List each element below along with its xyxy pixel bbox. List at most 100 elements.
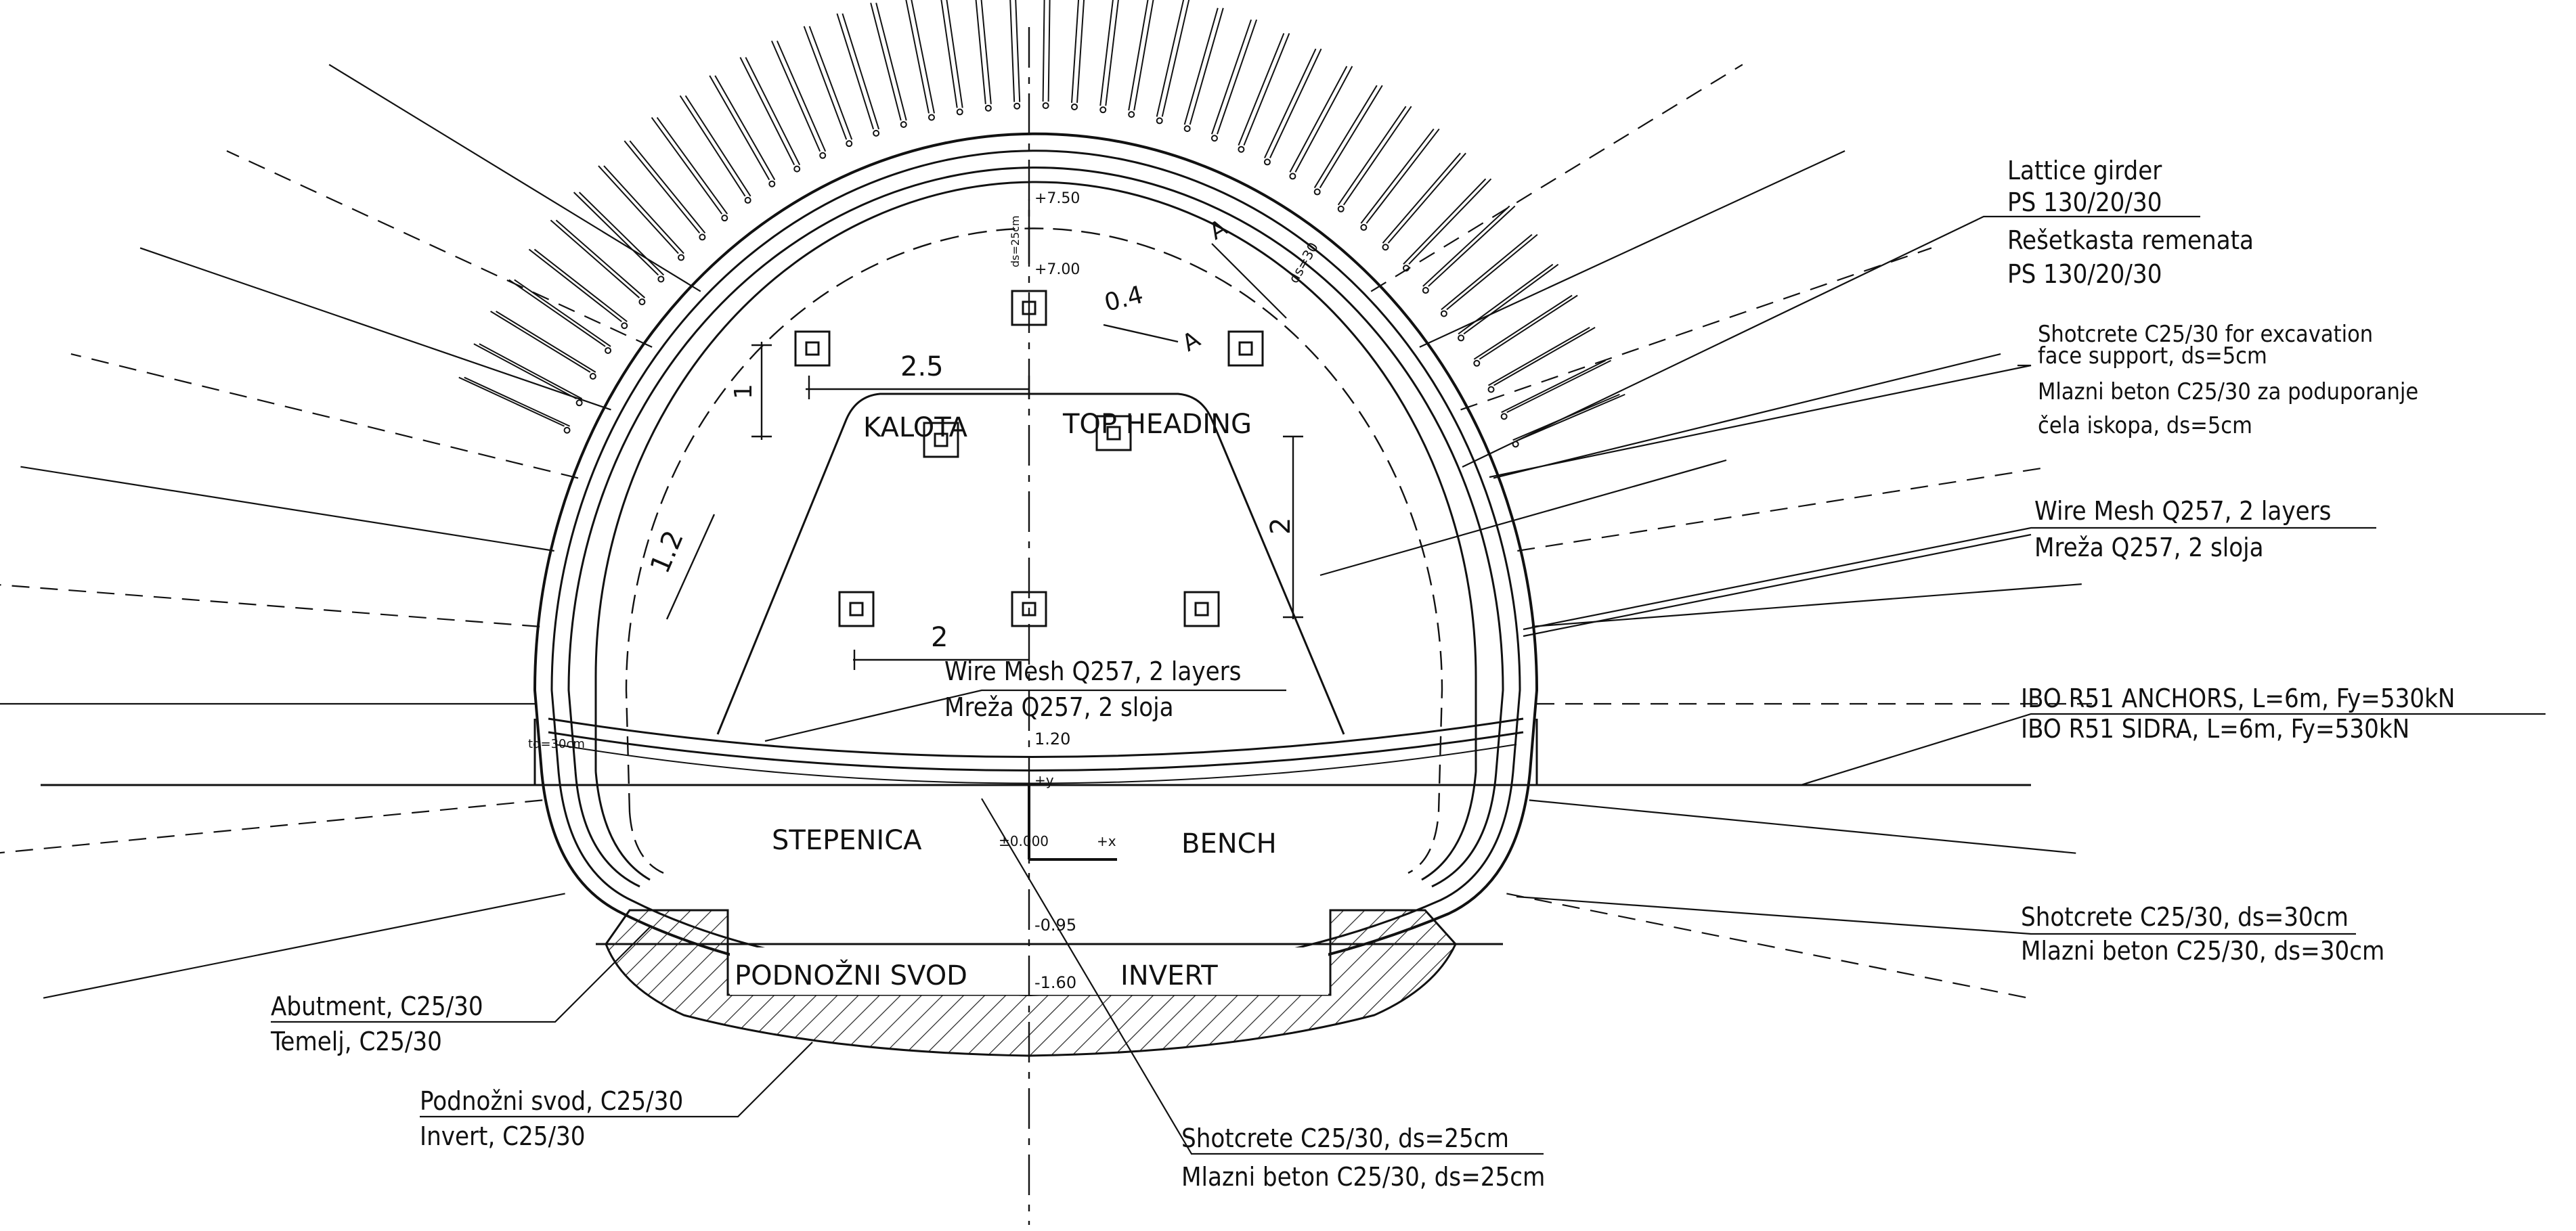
spile [528,248,622,323]
spile [679,95,746,197]
section-mark-a2: A [1178,326,1205,357]
spile [1076,0,1085,104]
spile-head [1289,173,1296,180]
survey-point-outer [838,591,875,627]
spile [533,248,628,323]
spile [578,192,665,276]
level-095: -0.95 [1034,916,1076,935]
spile-head [1458,334,1465,342]
dim-1-left: 1 [730,384,758,399]
anchor-line [70,353,579,479]
anchor-line [139,247,611,411]
spile [1183,7,1219,125]
spile [1337,106,1407,206]
spile-head [927,114,935,121]
spile-head [1128,111,1135,118]
spile [1501,359,1606,413]
note-shot25-1: Shotcrete C25/30, ds=25cm [1181,1123,1509,1153]
spile [1488,327,1590,386]
dim-crown-thk: ds=25cm [1009,215,1022,267]
spile-head [1263,158,1271,166]
anchor-line [1517,466,2051,552]
dim-ds30: ds=30 [1286,240,1322,286]
rock-anchors [0,64,2092,999]
spile [1133,0,1154,111]
dim-1-2: 1.2 [645,526,690,578]
anchor-line [328,64,701,292]
spile [808,26,853,140]
spile [1161,0,1190,117]
spile [1189,7,1224,125]
anchor-line [1506,893,2029,999]
spile [1441,233,1533,311]
note-abutment-2: Temelj, C25/30 [270,1027,442,1056]
spile [1269,48,1322,158]
spile-head [793,165,801,173]
temporary-invert [533,717,1538,785]
dim-0-4: 0.4 [1101,281,1145,317]
dim-2-bottom: 2 [931,622,948,653]
spile [1071,0,1080,104]
spile-head [1099,106,1107,114]
zone-bench: BENCH [1181,828,1277,859]
spile-head [589,373,596,380]
spile [1366,128,1440,224]
spile-head [873,129,880,137]
level-160: -1.60 [1034,973,1076,992]
spile [1264,48,1317,158]
callout-notes: Lattice girder PS 130/20/30 Rešetkasta r… [270,156,2455,1192]
spile [1216,19,1258,135]
dim-2-5: 2.5 [900,351,944,382]
section-mark-a1: A [1205,215,1232,246]
spile [1506,359,1611,413]
spile-head [1071,103,1078,110]
spile [464,376,570,427]
anchor-line [226,150,653,348]
note-face-1: Shotcrete C25/30 for excavation [2038,321,2373,348]
spile [1128,0,1149,111]
note-invert-1: Podnožni svod, C25/30 [420,1086,683,1116]
spile [651,116,723,215]
spile [550,219,640,298]
survey-point-inner [849,602,864,617]
note-shot30-2: Mlazni beton C25/30, ds=30cm [2021,936,2384,966]
anchor-line [0,584,540,627]
note-shot25-2: Mlazni beton C25/30, ds=25cm [1181,1162,1545,1192]
spile [975,0,986,104]
spile [598,165,679,254]
spile [905,0,930,114]
note-mesh-right-1: Wire Mesh Q257, 2 layers [2034,496,2331,526]
spile [1099,0,1114,106]
spile-head [1487,386,1495,393]
spile [1210,19,1252,135]
spile [1342,106,1412,206]
spile [1387,152,1466,244]
spile-head [1313,188,1321,196]
spile [1042,0,1045,102]
spile [1463,263,1559,335]
spile [1009,0,1016,102]
spile-head [575,399,583,407]
level-700: +7.00 [1034,261,1080,278]
dim-2-right: 2 [1265,518,1296,535]
spile [496,311,596,373]
level-y: +y [1034,772,1054,788]
spile [770,40,821,152]
spile [508,279,606,347]
dimension-lines [665,200,1303,670]
spile-head [1042,102,1049,110]
spile [946,0,963,108]
spile [1479,294,1578,360]
spile [1446,233,1538,311]
spile-head [1210,135,1218,142]
spile [1493,327,1596,386]
note-lattice-2: PS 130/20/30 [2007,187,2162,217]
spile [776,40,827,152]
spile [1243,32,1290,146]
spile [629,140,706,234]
spile-head [1422,287,1429,294]
dim-td30: td=30cm [528,737,585,751]
spile-head [1360,224,1368,231]
spile [980,0,992,104]
